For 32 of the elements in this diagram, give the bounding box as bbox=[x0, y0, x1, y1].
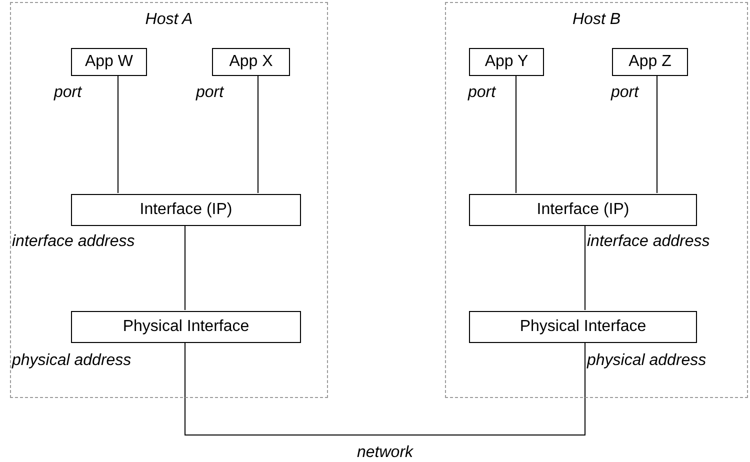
component-box bbox=[212, 48, 290, 76]
component-label: Physical Interface bbox=[122, 318, 250, 336]
component-box bbox=[71, 194, 301, 226]
host-title: Host B bbox=[571, 11, 622, 29]
component-label: App X bbox=[229, 53, 273, 71]
component-box bbox=[612, 48, 688, 76]
component-label: Physical Interface bbox=[520, 318, 646, 336]
host-title: Host A bbox=[144, 11, 194, 29]
component-label: App W bbox=[84, 53, 133, 71]
address-label: port bbox=[196, 84, 224, 102]
address-label: physical address bbox=[587, 352, 706, 370]
connector-line bbox=[656, 74, 658, 194]
component-box bbox=[469, 194, 697, 226]
connector-line bbox=[584, 224, 586, 310]
address-label: physical address bbox=[12, 352, 132, 370]
component-label: App Z bbox=[628, 53, 672, 71]
component-label: Interface (IP) bbox=[140, 201, 232, 219]
host-group-box bbox=[445, 2, 748, 398]
address-label: port bbox=[611, 84, 639, 102]
host-group-box bbox=[10, 2, 328, 398]
component-label: App Y bbox=[484, 53, 528, 71]
address-label: interface address bbox=[12, 233, 135, 251]
component-box bbox=[469, 48, 544, 76]
component-box bbox=[469, 311, 697, 343]
component-label: Interface (IP) bbox=[536, 201, 630, 219]
component-box bbox=[71, 311, 301, 343]
address-label: port bbox=[468, 84, 496, 102]
address-label: interface address bbox=[587, 233, 710, 251]
connector-line bbox=[184, 342, 586, 436]
component-box bbox=[71, 48, 147, 76]
connector-line bbox=[184, 224, 186, 310]
address-label: port bbox=[54, 84, 82, 102]
